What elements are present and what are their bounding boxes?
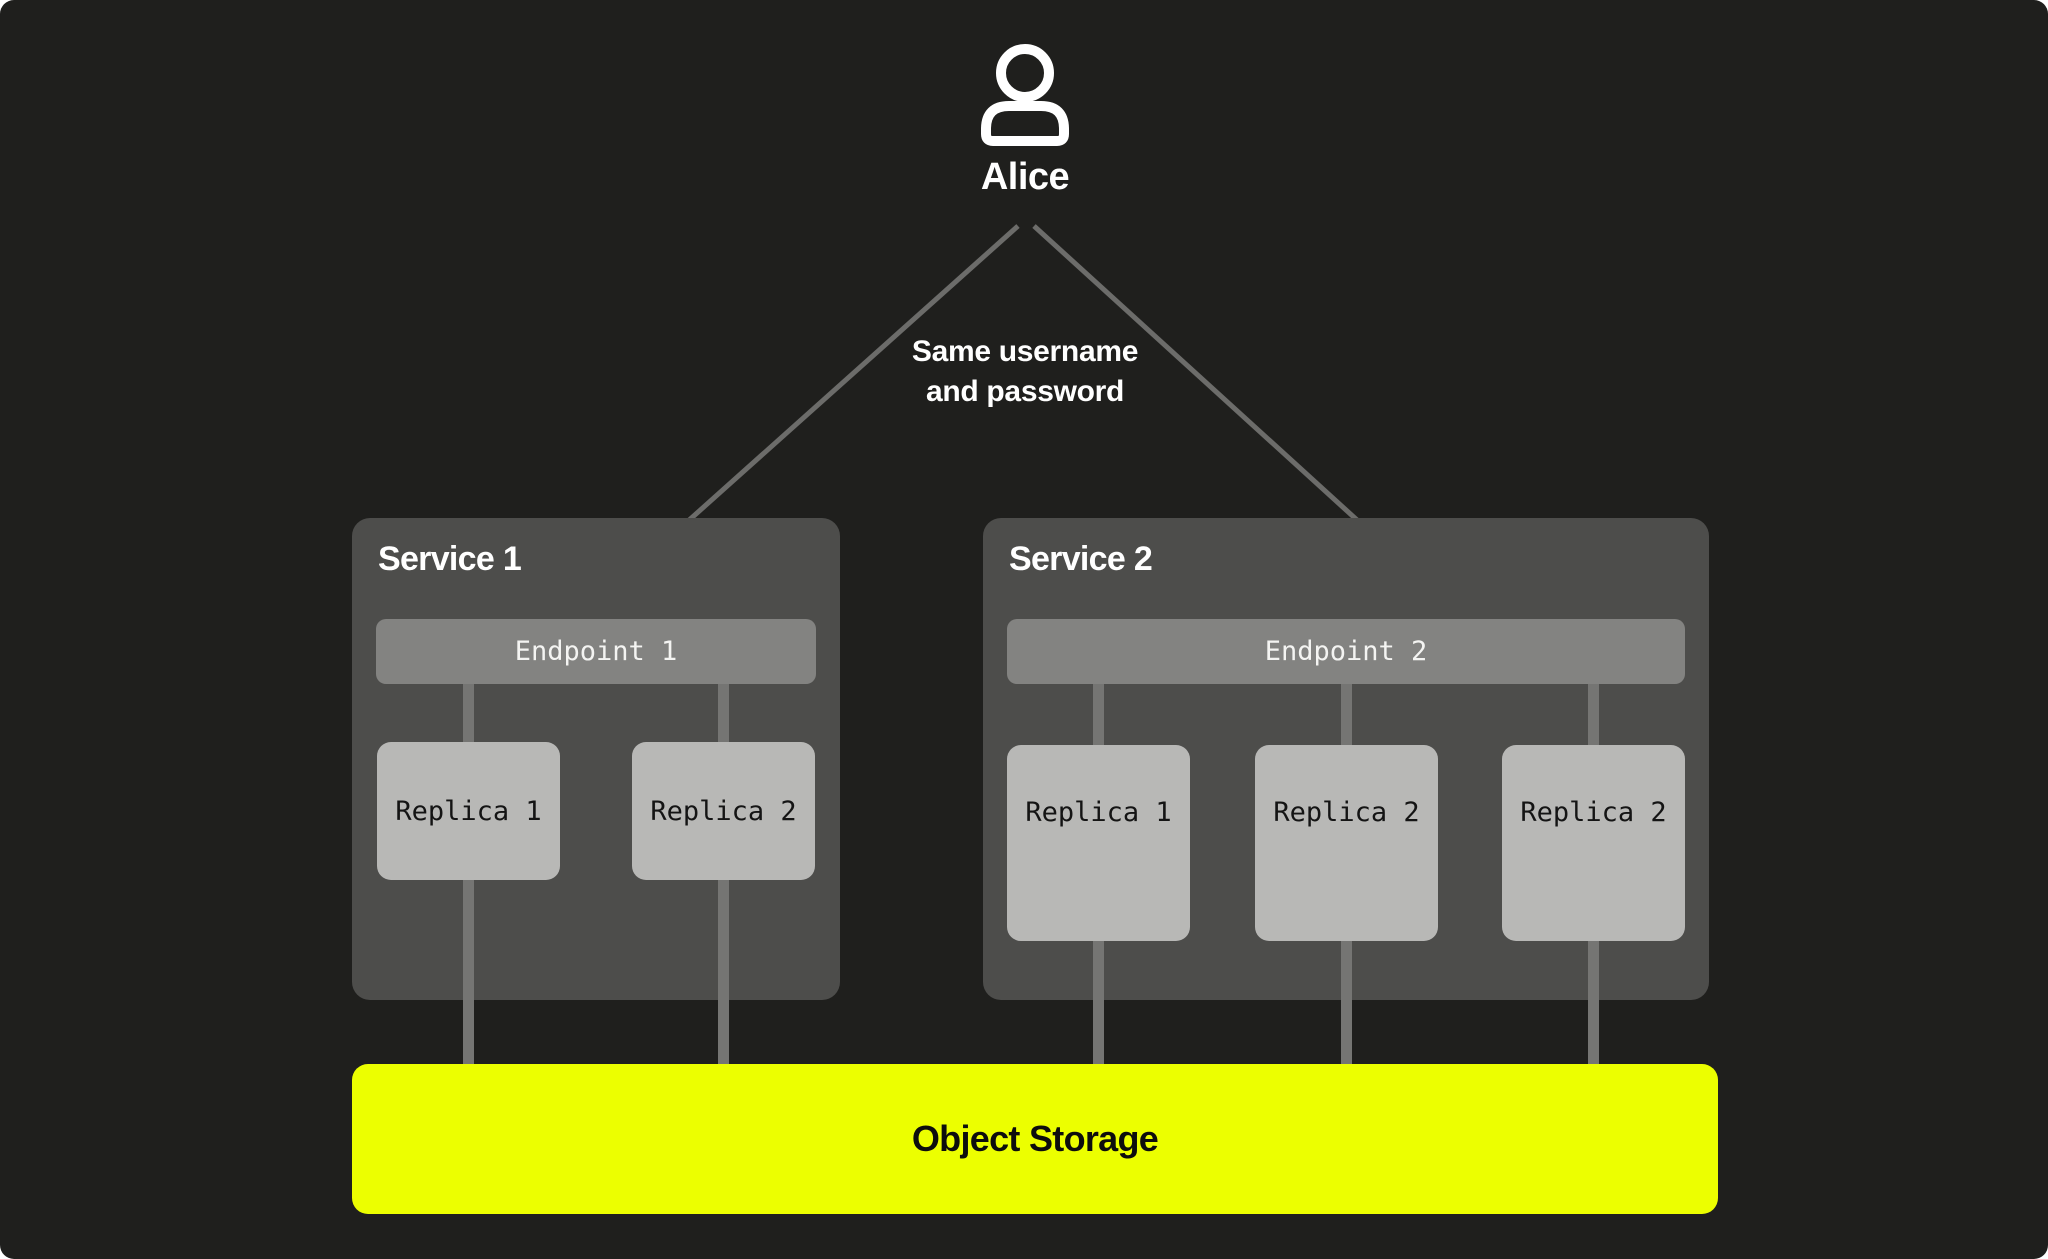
annotation-same-credentials: Same username and password xyxy=(825,332,1225,412)
endpoint-2: Endpoint 2 xyxy=(1007,619,1685,684)
service-2-replica-1: Replica 1 xyxy=(1007,745,1190,941)
service-1-box: Service 1 Endpoint 1 Replica 1 Replica 2 xyxy=(352,518,840,1000)
service-2-replica-3: Replica 2 xyxy=(1502,745,1685,941)
service-1-replica-2: Replica 2 xyxy=(632,742,815,880)
annotation-line-2: and password xyxy=(925,375,1125,408)
user-name-label: Alice xyxy=(980,156,1070,198)
service-2-box: Service 2 Endpoint 2 Replica 1 Replica 2… xyxy=(983,518,1709,1000)
service-2-replica-2: Replica 2 xyxy=(1255,745,1438,941)
object-storage-label: Object Storage xyxy=(911,1118,1159,1159)
object-storage-bar: Object Storage xyxy=(352,1064,1718,1214)
service-2-title: Service 2 xyxy=(1009,540,1153,578)
service-1-replica-1: Replica 1 xyxy=(377,742,560,880)
person-icon xyxy=(981,44,1069,146)
annotation-line-1: Same username xyxy=(911,335,1139,368)
user-alice: Alice xyxy=(925,40,1125,199)
endpoint-1: Endpoint 1 xyxy=(376,619,816,684)
service-1-title: Service 1 xyxy=(378,540,522,578)
